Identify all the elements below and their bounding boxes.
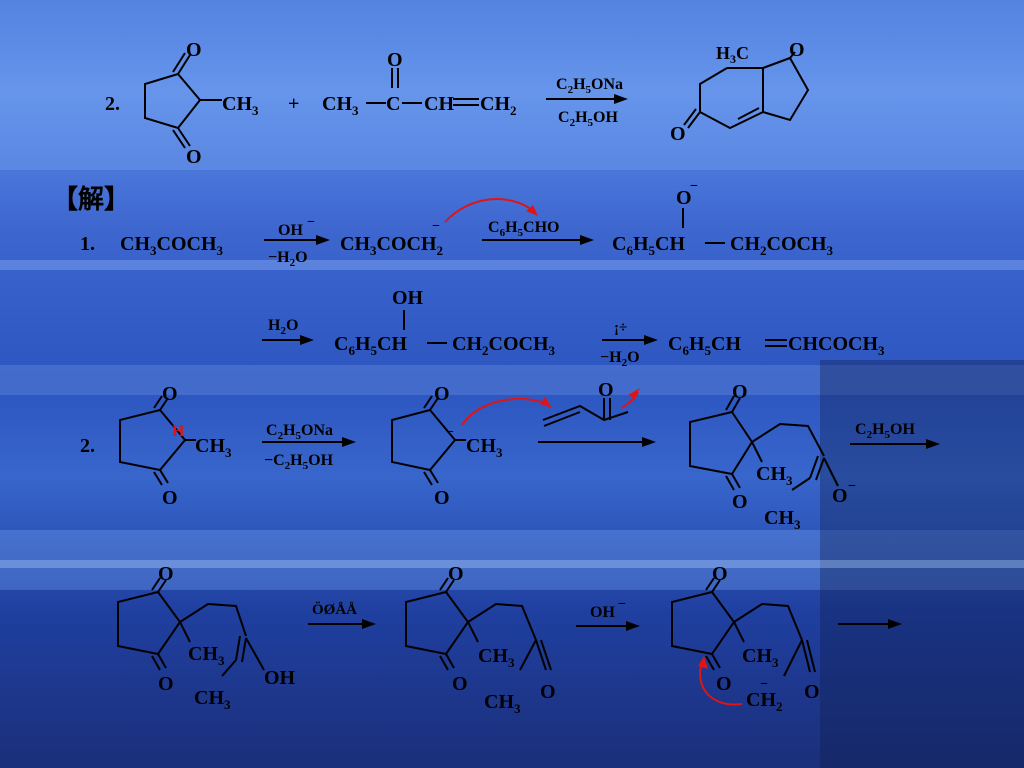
question-2: 2. O O CH3 + CH3 C O CH CH2 C2H5ONa C2H5… (105, 39, 810, 168)
svg-text:−: − (446, 425, 454, 440)
methyl-group: CH3 (742, 645, 779, 670)
plus-sign: + (288, 93, 299, 115)
acetone: CH3COCH3 (120, 233, 224, 258)
triketone-structure (405, 577, 552, 671)
carbonyl-oxygen: O (448, 563, 464, 585)
mvk-methyl: CH3 (322, 93, 359, 118)
hydroxyl-group: OH (392, 287, 424, 309)
sodium-ethoxide: C2H5ONa (266, 422, 333, 442)
svg-text:−: − (307, 215, 315, 230)
carbonyl-oxygen: O (598, 379, 614, 401)
minus-ethanol: −C2H5OH (264, 452, 334, 472)
carbonyl-oxygen: O (186, 39, 202, 61)
svg-text:−: − (760, 677, 768, 692)
garbled-condition: ÖØÅÅ (312, 601, 357, 618)
condition-ethanol: C2H5OH (558, 109, 618, 129)
question-number: 2. (105, 93, 120, 115)
solution-2: 2. O O H CH3 C2H5ONa −C2H5OH O O − (80, 379, 940, 532)
carbonyl-oxygen: O (434, 383, 450, 405)
step-number: 1. (80, 233, 95, 255)
svg-text:−: − (432, 219, 440, 234)
carbonyl-oxygen: O (434, 487, 450, 509)
carbonyl-oxygen: O (452, 673, 468, 695)
ethanol-reagent: C2H5OH (855, 421, 915, 441)
minus-water: −H2O (600, 349, 640, 369)
methyl-group: CH3 (484, 691, 521, 716)
alkoxide-oxygen: O (676, 187, 692, 209)
carbonyl-oxygen: O (670, 123, 686, 145)
solution-1: 1. CH3COCH3 OH − −H2O CH3COCH2 − C6H5CHO… (80, 179, 885, 369)
methylcyclopentanedione-structure (144, 52, 222, 149)
minus-water: −H2O (268, 249, 308, 269)
condition-sodium-ethoxide: C2H5ONa (556, 76, 623, 96)
methyl-group: CH3 (756, 463, 793, 488)
dione-structure (119, 395, 196, 486)
carbonyl-oxygen: O (162, 383, 178, 405)
svg-text:−: − (618, 597, 626, 612)
methyl-group: CH3 (222, 93, 259, 118)
angular-methyl: H3C (716, 43, 749, 66)
svg-text:−: − (690, 179, 698, 194)
carbonyl-oxygen: O (540, 681, 556, 703)
methyl-group: CH3 (195, 435, 232, 460)
solution-2-continued: O O CH3 OH CH3 ÖØÅÅ O O CH3 O CH3 OH − (117, 563, 902, 716)
svg-text:−: − (848, 479, 856, 494)
step-number: 2. (80, 435, 95, 457)
water-reagent: H2O (268, 317, 298, 337)
benzalacetone-tail: CHCOCH3 (788, 333, 885, 358)
michael-enolate-structure (689, 395, 839, 491)
carbonyl-oxygen: O (789, 39, 805, 61)
enolate-oxygen: O (832, 485, 848, 507)
carbonyl-oxygen: O (186, 146, 202, 168)
carbonyl-oxygen: O (732, 381, 748, 403)
vinyl-ch2: CH2 (480, 93, 517, 118)
carbonyl-oxygen: O (712, 563, 728, 585)
acetone-enolate: CH3COCH2 (340, 233, 443, 258)
acidic-hydrogen: H (172, 423, 185, 440)
benzaldehyde-reagent: C6H5CHO (488, 219, 559, 239)
methyl-group: CH3 (188, 643, 225, 668)
benzalacetone: C6H5CH (668, 333, 741, 358)
acetonyl-chain: CH2COCH3 (452, 333, 556, 358)
carbonyl-oxygen: O (387, 49, 403, 71)
methyl-group: CH3 (478, 645, 515, 670)
carbonyl-oxygen: O (716, 673, 732, 695)
carbanion: CH2 (746, 689, 783, 714)
hydroxide-reagent: OH (278, 222, 303, 239)
enol-hydroxyl: OH (264, 667, 296, 689)
dione-enolate-structure (391, 395, 466, 486)
aldol-adduct: C6H5CH (334, 333, 407, 358)
carbonyl-oxygen: O (158, 563, 174, 585)
carbonyl-oxygen: O (158, 673, 174, 695)
acetonyl-chain: CH2COCH3 (730, 233, 834, 258)
solution-heading: 【解】 (52, 185, 130, 214)
hydroxide-reagent: OH (590, 604, 615, 621)
vinyl-ch: CH (424, 93, 454, 115)
hajos-parrish-ketone-structure (683, 51, 810, 130)
carbonyl-oxygen: O (732, 491, 748, 513)
carbonyl-oxygen: O (162, 487, 178, 509)
carbonyl-carbon: C (386, 93, 400, 115)
mvk-skeleton (542, 398, 629, 427)
triketone-enolate-structure (671, 577, 816, 677)
methyl-group: CH3 (764, 507, 801, 532)
methyl-group: CH3 (194, 687, 231, 712)
enol-structure (117, 577, 265, 677)
garbled-condition: ¡÷ (614, 320, 627, 336)
alkoxide-intermediate: C6H5CH (612, 233, 685, 258)
methyl-group: CH3 (466, 435, 503, 460)
carbonyl-oxygen: O (804, 681, 820, 703)
